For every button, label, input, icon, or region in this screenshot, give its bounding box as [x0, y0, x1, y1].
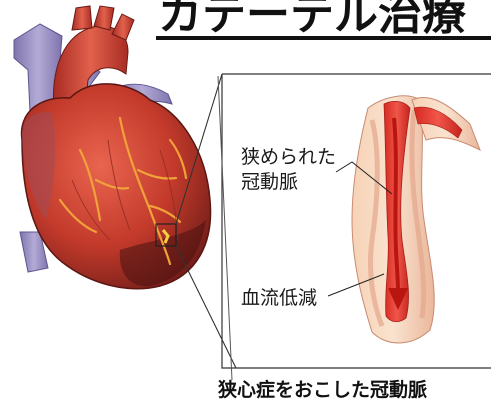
label-narrowed-line2: 冠動脈 — [241, 170, 298, 194]
label-blood-flow: 血流低減 — [241, 286, 317, 310]
title-area: カテーテル治療 — [150, 0, 491, 48]
artery-closeup — [352, 96, 480, 343]
title-underline — [156, 36, 491, 40]
label-narrowed-line1: 狭められた — [241, 145, 336, 169]
figure-caption: 狭心症をおこした冠動脈 — [218, 375, 427, 402]
